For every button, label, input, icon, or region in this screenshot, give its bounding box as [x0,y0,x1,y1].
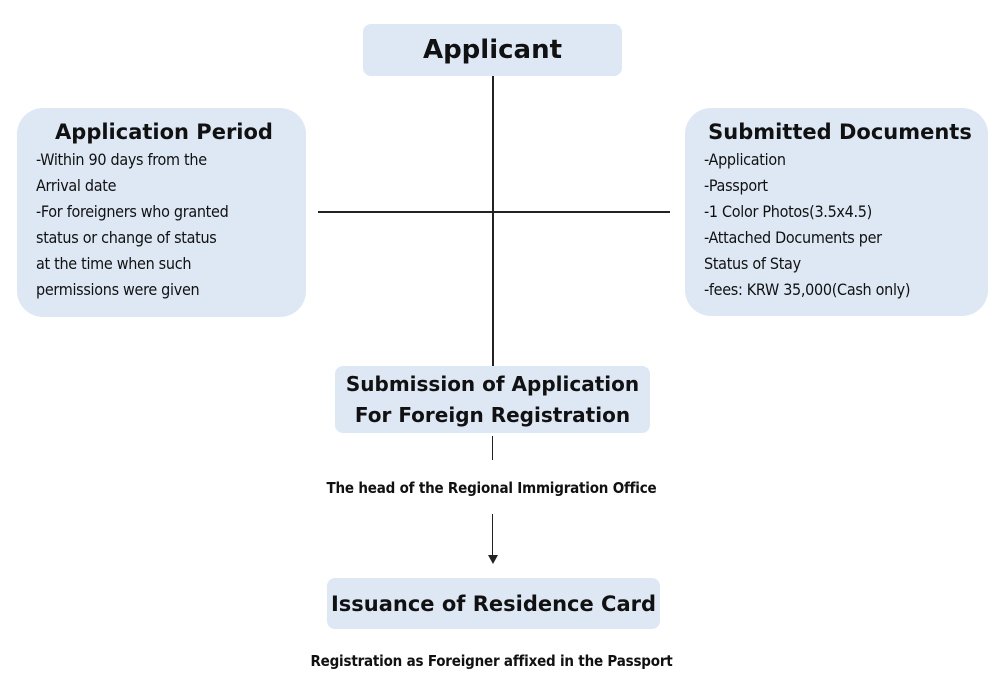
submission-title-line-1: Submission of Application [345,371,640,396]
issuance-title: Issuance of Residence Card [330,591,657,616]
application-period-item: permissions were given [36,280,200,299]
submitted-documents-box: Submitted Documents -Application -Passpo… [685,108,988,316]
applicant-box: Applicant [363,24,622,76]
arrow-down-icon [488,555,498,564]
application-period-item: at the time when such [36,254,192,273]
application-period-item: -For foreigners who granted [36,202,229,221]
submitted-documents-item: Status of Stay [704,254,801,273]
horizontal-connector-period-to-documents [318,211,670,213]
submitted-documents-title: Submitted Documents [708,120,972,144]
regional-office-caption: The head of the Regional Immigration Off… [326,479,657,497]
application-period-item: Arrival date [36,176,117,195]
submitted-documents-list: -Application -Passport -1 Color Photos(3… [704,147,976,303]
submission-box: Submission of Application For Foreign Re… [335,366,650,433]
application-period-item: -Within 90 days from the [36,150,207,169]
submission-title-line-2: For Foreign Registration [354,402,631,427]
application-period-box: Application Period -Within 90 days from … [17,108,306,317]
application-period-item: status or change of status [36,228,217,247]
vertical-connector-applicant-to-submission [492,76,494,366]
submitted-documents-item: -Application [704,150,786,169]
submitted-documents-item: -Attached Documents per [704,228,882,247]
passport-caption: Registration as Foreigner affixed in the… [310,652,673,670]
connector-submission-to-office [492,436,493,460]
application-period-list: -Within 90 days from the Arrival date -F… [36,147,292,303]
submitted-documents-item: -Passport [704,176,768,195]
submitted-documents-item: -fees: KRW 35,000(Cash only) [704,280,911,299]
connector-office-to-issuance [492,514,493,556]
application-period-title: Application Period [55,120,273,144]
submitted-documents-item: -1 Color Photos(3.5x4.5) [704,202,872,221]
applicant-title: Applicant [422,35,563,65]
issuance-box: Issuance of Residence Card [327,578,660,629]
